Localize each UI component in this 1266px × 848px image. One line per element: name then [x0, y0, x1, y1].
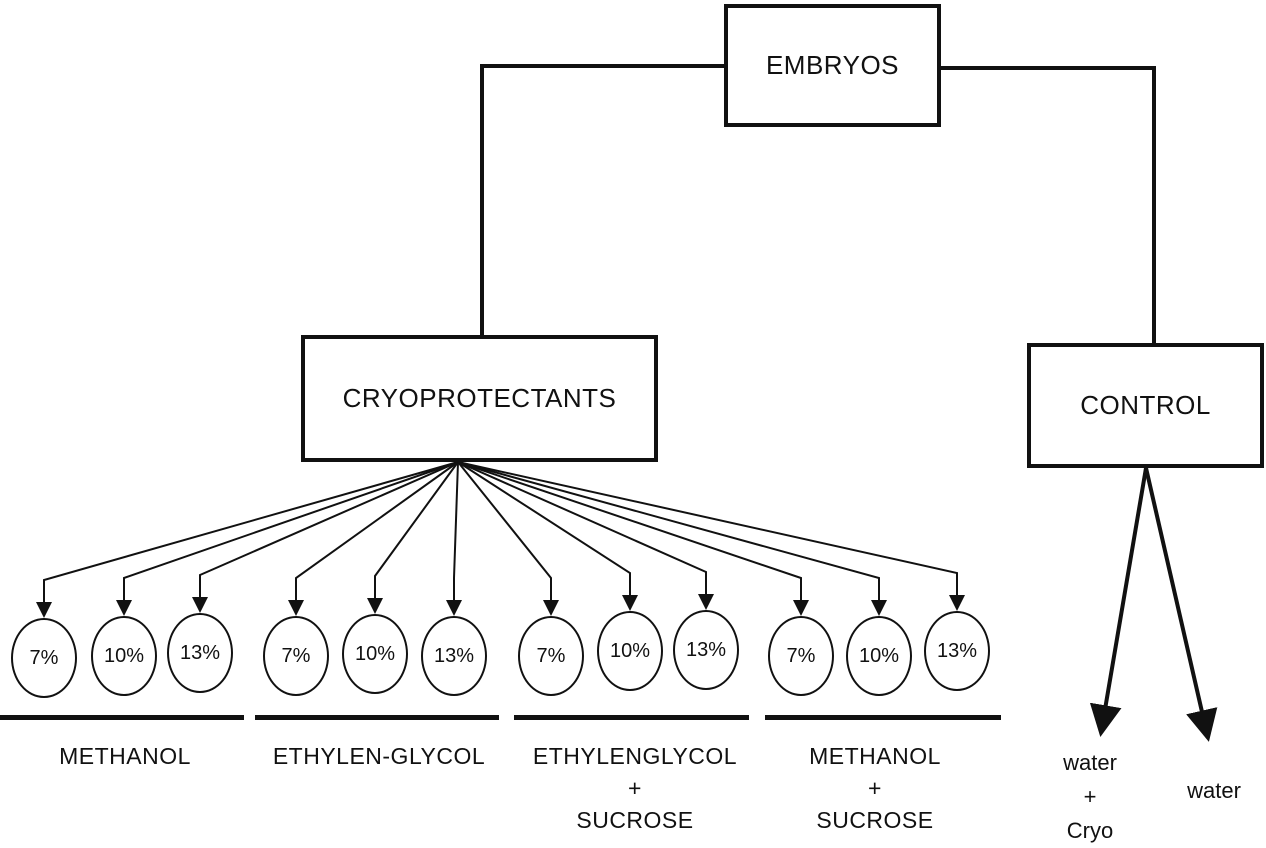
cryo-arrow-10 [457, 461, 887, 616]
cryo-arrow-4 [367, 461, 459, 614]
conc-ethyleneglycol-sucrose-10: 10% [597, 611, 663, 691]
group-underline-methanol-sucrose [765, 715, 1001, 720]
group-label-methanol: METHANOL [59, 743, 191, 769]
cryoprotectants-label: CRYOPROTECTANTS [342, 383, 617, 413]
conc-ethyleneglycol-sucrose-7: 7% [518, 616, 584, 696]
conc-methanol-7: 7% [11, 618, 77, 698]
group-label-methanol-sucrose: METHANOL + SUCROSE [809, 743, 941, 833]
control-box: CONTROL [1027, 343, 1264, 468]
control-arrows [1089, 467, 1218, 742]
group-label-ethyleneglycol-sucrose: ETHYLENGLYCOL + SUCROSE [532, 743, 738, 833]
control-arrow-0 [1089, 467, 1148, 737]
group-underline-ethyleneglycol-sucrose [514, 715, 749, 720]
cryo-arrow-11 [457, 461, 965, 611]
group-underline-ethylen-glycol [255, 715, 499, 720]
group-underline-methanol [0, 715, 244, 720]
group-label-ethylen-glycol: ETHYLEN-GLYCOL [272, 743, 486, 769]
cryo-arrow-1 [116, 461, 459, 616]
conc-methanol-10: 10% [91, 616, 157, 696]
control-label-water-cryo: water + Cryo [1063, 750, 1117, 843]
connector-root-control [941, 66, 1156, 343]
cryo-arrow-7 [457, 461, 638, 611]
conc-ethyleneglycol-sucrose-13: 13% [673, 610, 739, 690]
conc-methanol-13: 13% [167, 613, 233, 693]
cryo-arrow-2 [192, 461, 459, 613]
cryo-arrow-5 [446, 461, 462, 616]
conc-methanol-sucrose-10: 10% [846, 616, 912, 696]
conc-ethylen-glycol-10: 10% [342, 614, 408, 694]
control-label-water: water [1187, 778, 1241, 803]
embryos-label: EMBRYOS [765, 50, 900, 80]
conc-ethylen-glycol-13: 13% [421, 616, 487, 696]
cryo-arrow-9 [457, 461, 809, 616]
connector-root-cryo [480, 64, 724, 335]
cryo-arrow-0 [36, 461, 459, 618]
embryos-box: EMBRYOS [724, 4, 941, 127]
conc-methanol-sucrose-7: 7% [768, 616, 834, 696]
conc-methanol-sucrose-13: 13% [924, 611, 990, 691]
cryo-arrow-8 [457, 461, 714, 610]
cryo-arrow-3 [288, 461, 459, 616]
conc-ethylen-glycol-7: 7% [263, 616, 329, 696]
control-arrow-1 [1144, 467, 1218, 742]
cryoprotectants-box: CRYOPROTECTANTS [301, 335, 658, 462]
cryo-arrows [36, 461, 965, 618]
cryo-arrow-6 [457, 461, 559, 616]
control-label: CONTROL [1080, 390, 1211, 420]
